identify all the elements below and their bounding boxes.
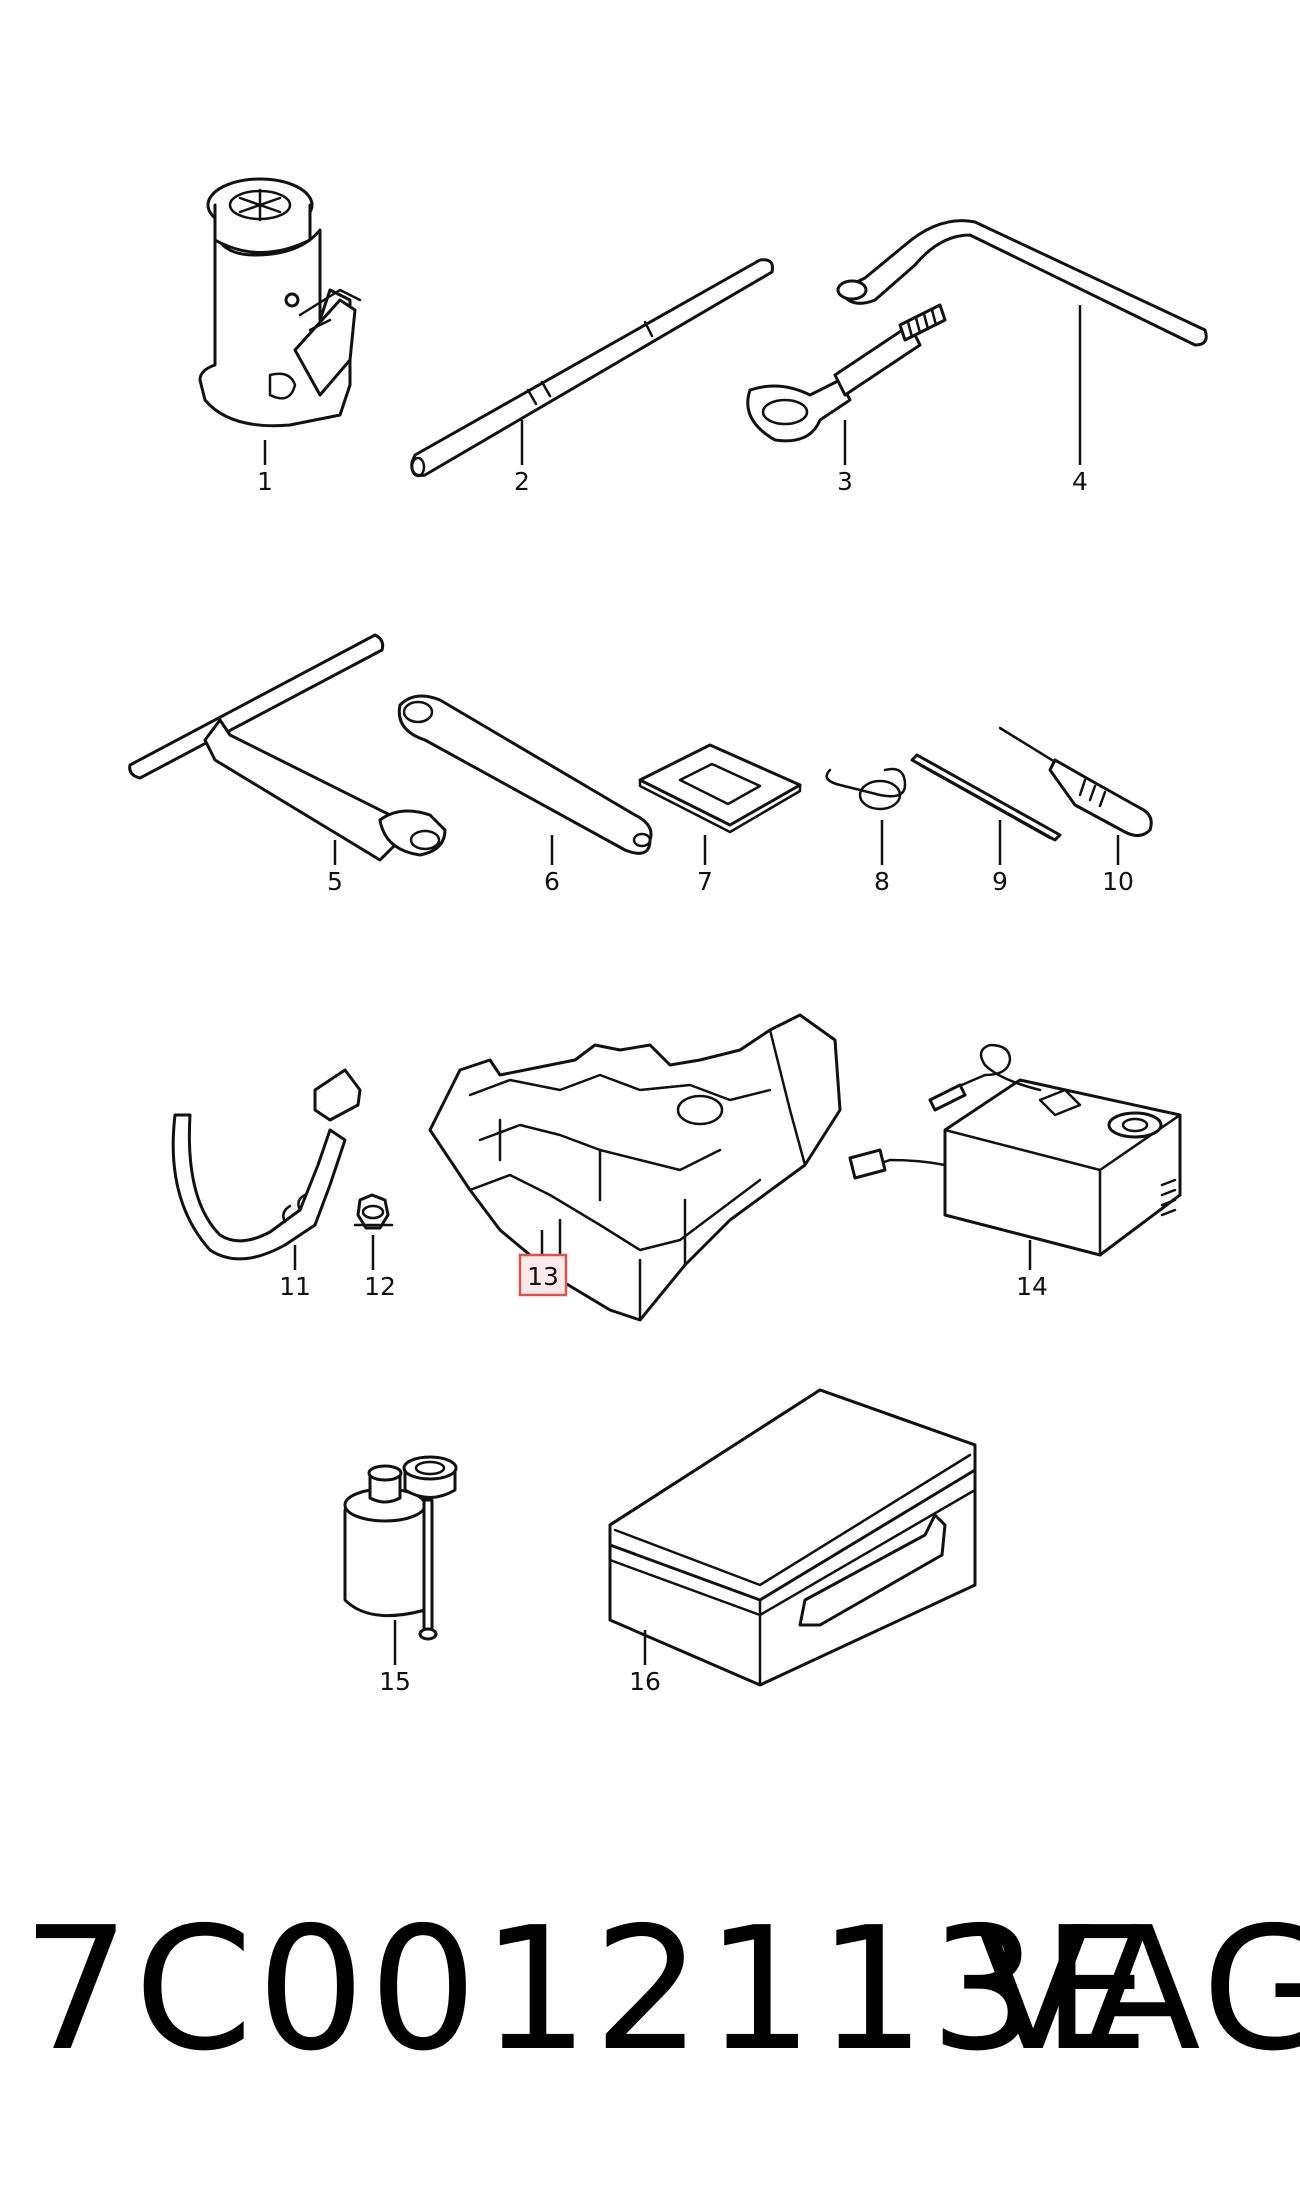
callout-7: 7: [697, 867, 713, 896]
t-handle-wrench-icon: [128, 633, 447, 862]
socket-wrench-icon: [397, 694, 653, 855]
callout-2: 2: [514, 467, 530, 496]
clip-nut-icon: [353, 1193, 394, 1230]
tool-case-icon: [608, 1388, 977, 1687]
callout-14: 14: [1016, 1272, 1048, 1301]
screwdriver-icon: [998, 726, 1153, 837]
callout-8: 8: [874, 867, 890, 896]
callout-6: 6: [544, 867, 560, 896]
footer: 7C0012113E VAG: [0, 1905, 1300, 2135]
wheel-brace-icon: [836, 219, 1208, 347]
hook-icon: [825, 767, 907, 811]
jack-crank-rod-icon: [410, 258, 774, 478]
towing-eye-icon: [746, 303, 947, 443]
highlight-box: [518, 1253, 568, 1297]
callout-9: 9: [992, 867, 1008, 896]
callout-11: 11: [279, 1272, 311, 1301]
callout-5: 5: [327, 867, 343, 896]
compressor-icon: [848, 1043, 1182, 1257]
callout-10: 10: [1102, 867, 1134, 896]
exploded-parts-diagram: 1 2 3 4 5 6 7 8 9 10 11 12 13 14 15 16: [128, 177, 1208, 1696]
strap-icon: [171, 1068, 362, 1261]
brand-name: VAG: [975, 1891, 1300, 2089]
callout-3: 3: [837, 467, 853, 496]
callout-13: 13: [527, 1262, 559, 1291]
sealant-bottle-icon: [343, 1455, 458, 1641]
callout-12: 12: [364, 1272, 396, 1301]
callout-16: 16: [629, 1667, 661, 1696]
callout-4: 4: [1072, 467, 1088, 496]
callout-1: 1: [257, 467, 273, 496]
rod-icon: [910, 753, 1062, 842]
part-number: 7C0012113E: [22, 1891, 1154, 2089]
pad-icon: [638, 743, 802, 834]
jack-icon: [198, 177, 362, 428]
callout-15: 15: [379, 1667, 411, 1696]
foam-insert-icon: [428, 1013, 842, 1322]
